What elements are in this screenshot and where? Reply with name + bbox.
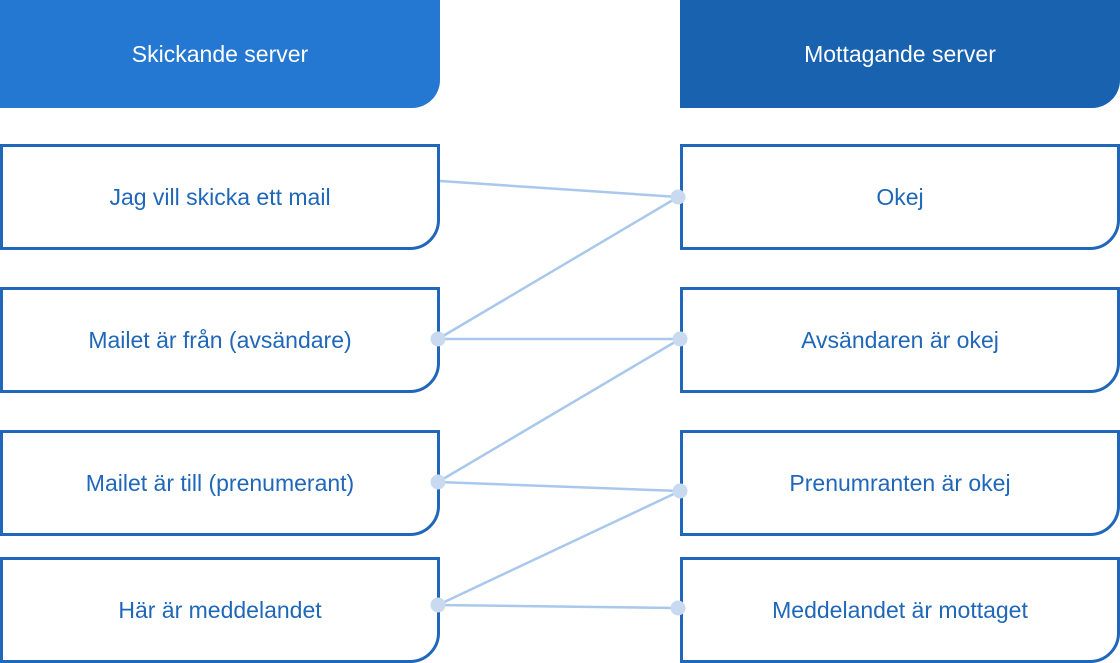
receiver-message-box-4: Meddelandet är mottaget [680,557,1120,663]
receiver-message-label: Avsändaren är okej [801,326,999,353]
sender-message-label: Mailet är till (prenumerant) [85,469,355,496]
receiver-message-label: Prenumranten är okej [789,469,1011,496]
connector-line [437,195,679,341]
connector-line [437,337,681,484]
sender-message-label: Mailet är från (avsändare) [88,326,352,353]
sender-message-box-4: Här är meddelandet [0,557,440,663]
sending-server-header: Skickande server [0,0,440,108]
receiving-server-header: Mottagande server [680,0,1120,108]
receiving-server-title: Mottagande server [804,40,996,67]
sender-message-label: Här är meddelandet [118,596,322,623]
sender-message-box-1: Jag vill skicka ett mail [0,144,440,250]
sending-server-title: Skickande server [131,40,309,67]
receiver-message-box-3: Prenumranten är okej [680,430,1120,536]
connector-line [437,603,679,610]
connector-line [437,489,681,607]
sender-message-label: Jag vill skicka ett mail [109,183,331,210]
connector-line [437,480,681,493]
connector-line [439,179,679,199]
receiver-message-box-1: Okej [680,144,1120,250]
receiver-message-label: Meddelandet är mottaget [772,596,1028,623]
sender-message-box-2: Mailet är från (avsändare) [0,287,440,393]
receiver-message-box-2: Avsändaren är okej [680,287,1120,393]
sender-message-box-3: Mailet är till (prenumerant) [0,430,440,536]
receiver-message-label: Okej [876,183,924,210]
